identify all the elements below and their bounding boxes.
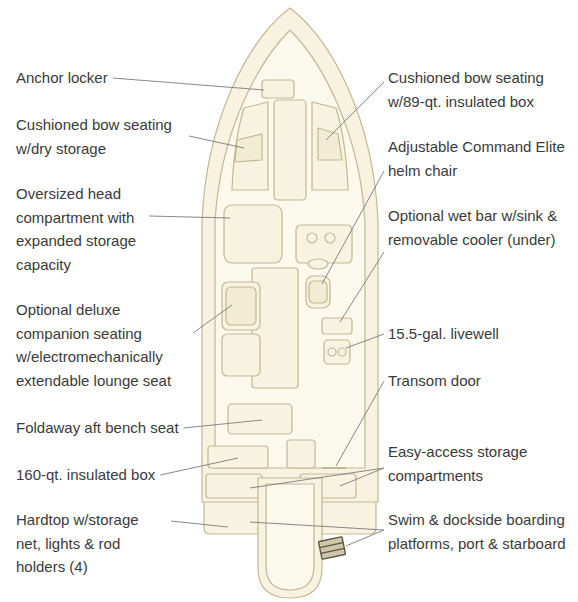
leader-line xyxy=(250,522,384,530)
callout-label: Transom door xyxy=(388,369,481,393)
companion-seat xyxy=(222,282,260,330)
livewell-fitting xyxy=(328,348,336,356)
hull-outline xyxy=(202,8,378,502)
bow-seat-starboard xyxy=(312,102,348,190)
helm-chair xyxy=(306,276,330,308)
anchor-locker xyxy=(262,80,294,98)
leader-line xyxy=(340,468,384,486)
leader-line xyxy=(346,530,384,546)
storage-compartment xyxy=(206,474,262,498)
insulated-box-160 xyxy=(208,446,268,468)
callout-label: Easy-access storage compartments xyxy=(388,440,540,487)
callout-label: Foldaway aft bench seat xyxy=(16,416,179,440)
callout-label: Optional wet bar w/sink & removable cool… xyxy=(388,204,572,251)
callout-label: Adjustable Command Elite helm chair xyxy=(388,135,570,182)
transom-door xyxy=(322,467,346,469)
callout-label: Optional deluxe companion seating w/elec… xyxy=(16,298,188,392)
bow-seat-port xyxy=(232,102,268,190)
callout-label: Anchor locker xyxy=(16,66,108,90)
leader-line xyxy=(340,252,384,322)
boarding-ladder xyxy=(318,537,345,560)
leader-line xyxy=(113,78,264,90)
steering-wheel xyxy=(308,259,328,269)
leader-line xyxy=(336,381,384,466)
gauge xyxy=(307,233,317,243)
callout-label: 15.5-gal. livewell xyxy=(388,322,499,346)
helm-chair-cushion xyxy=(309,281,327,303)
leader-line xyxy=(160,458,238,475)
callout-label: Hardtop w/storage net, lights & rod hold… xyxy=(16,508,166,579)
head-compartment xyxy=(224,205,282,263)
deck-outline xyxy=(215,30,365,468)
callout-label: Cushioned bow seating w/89-qt. insulated… xyxy=(388,66,556,113)
leader-line xyxy=(193,305,232,333)
engine-cowling-inner xyxy=(266,484,314,590)
callout-label: Cushioned bow seating w/dry storage xyxy=(16,113,184,160)
leader-line xyxy=(346,334,384,348)
leader-line xyxy=(184,420,262,428)
callout-label: Oversized head compartment with expanded… xyxy=(16,182,144,276)
bow-walkway xyxy=(274,100,306,200)
leader-line xyxy=(189,136,244,148)
livewell xyxy=(324,340,350,364)
leader-line xyxy=(171,521,228,527)
aft-bench xyxy=(228,404,292,434)
dry-storage xyxy=(235,134,262,162)
lounge-seat xyxy=(222,334,260,376)
leader-line xyxy=(149,216,230,218)
gauge xyxy=(325,233,335,243)
engine-cowling xyxy=(258,478,322,598)
livewell-fitting xyxy=(338,348,346,356)
wet-bar xyxy=(322,318,352,334)
leader-line xyxy=(326,82,384,140)
transom-box xyxy=(287,440,315,468)
insulated-box xyxy=(318,128,342,160)
callout-label: 160-qt. insulated box xyxy=(16,463,155,487)
leader-line xyxy=(250,468,384,488)
callout-label: Swim & dockside boarding platforms, port… xyxy=(388,508,572,555)
